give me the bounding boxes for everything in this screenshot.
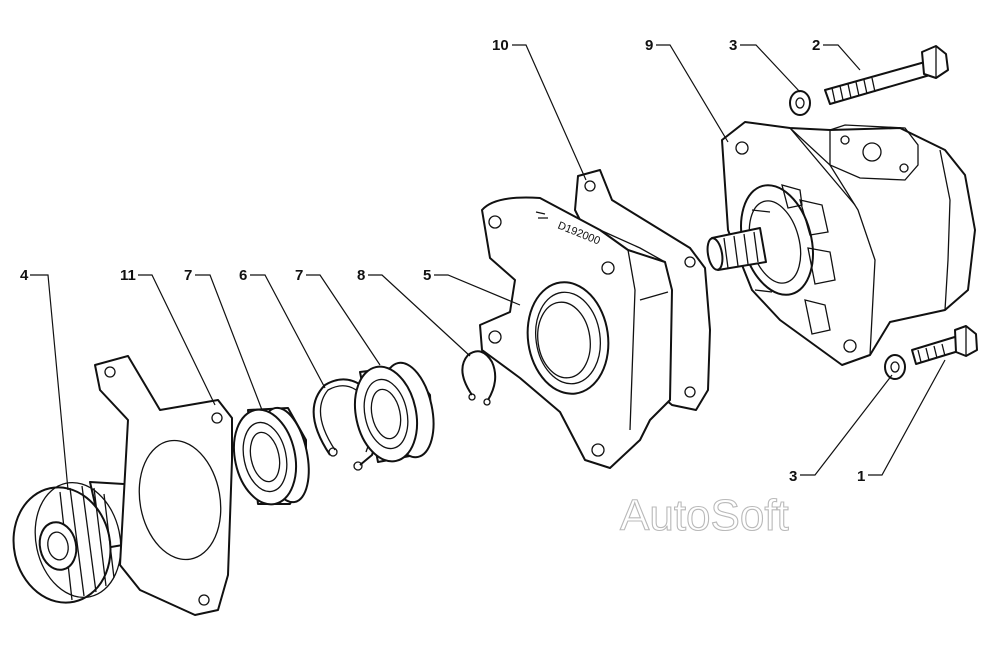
- bolt-2: [824, 45, 949, 105]
- hydraulic-pump-9: [706, 121, 976, 366]
- flange-housing-5: D192000: [479, 196, 673, 469]
- leader-lines: [30, 44, 946, 491]
- callout-11: 11: [120, 267, 136, 284]
- retaining-ring-8: [461, 350, 497, 406]
- callout-10: 10: [492, 37, 509, 54]
- callout-9: 9: [645, 37, 653, 54]
- bearing-left: [233, 406, 310, 506]
- watermark: AutoSoft: [620, 491, 789, 540]
- callout-3-bottom: 3: [789, 468, 797, 485]
- washer-3-bottom: [884, 354, 906, 380]
- callout-1: 1: [857, 468, 865, 485]
- gasket-11: [94, 355, 233, 616]
- callout-7-right: 7: [295, 267, 303, 284]
- callout-5: 5: [423, 267, 431, 284]
- callout-4: 4: [20, 267, 29, 284]
- callout-8: 8: [357, 267, 365, 284]
- callout-2: 2: [812, 37, 820, 54]
- callout-3-top: 3: [729, 37, 737, 54]
- bolt-1: [911, 325, 978, 365]
- callout-6: 6: [239, 267, 247, 284]
- callout-7-left: 7: [184, 267, 192, 284]
- washer-3-top: [789, 90, 811, 116]
- callout-labels: 4 11 7 6 7 8 5 10 9 3 2 3 1: [20, 37, 865, 485]
- bearing-right: [354, 361, 435, 463]
